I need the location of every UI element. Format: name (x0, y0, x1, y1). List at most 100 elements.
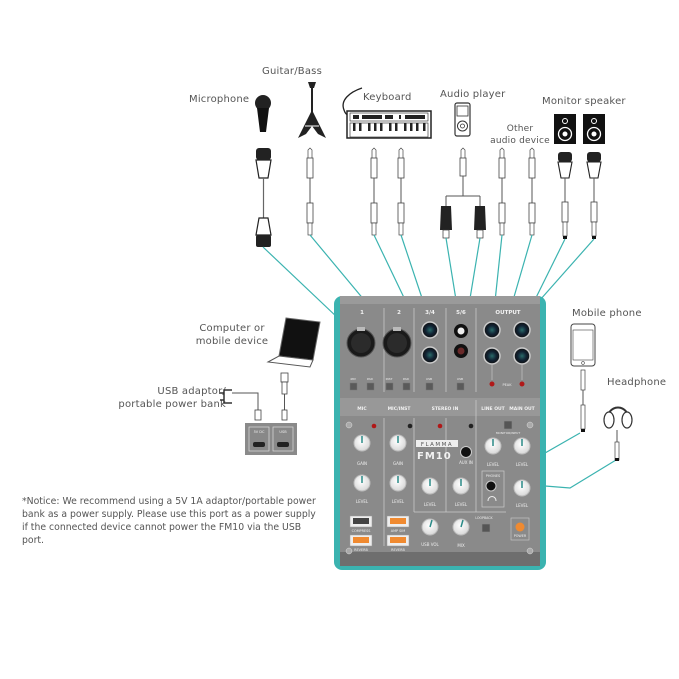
switch-usb-ch34[interactable] (425, 382, 434, 391)
reverb-button-ch1[interactable] (353, 537, 369, 543)
monitor-input-switch[interactable] (503, 420, 513, 430)
monitor-speaker-right-icon (583, 114, 605, 144)
guitar-icon (298, 82, 326, 138)
aux-in-jack[interactable] (460, 446, 472, 458)
jack-cable-mobile (580, 369, 586, 432)
xlr-jack-cable-monitor-right (586, 152, 602, 239)
monitor-input-label: MONITOR/INPUT (496, 431, 521, 435)
knob-level-line-out[interactable] (484, 437, 502, 455)
power-label: POWER (514, 534, 527, 538)
jack-ch4[interactable] (421, 346, 439, 364)
label-other-line1: Other (506, 124, 534, 134)
switch-pad-ch2[interactable] (402, 382, 411, 391)
usb-port-panel: 5V DC USB (245, 423, 297, 455)
switch-usb34-label: USB (426, 377, 432, 381)
label-keyboard: Keyboard (363, 92, 412, 103)
section-mic: MIC (357, 406, 367, 412)
label-microphone: Microphone (189, 94, 250, 105)
monitor-speaker-left-icon (554, 114, 576, 144)
label-usb-line1: USB adaptor/ (157, 386, 226, 397)
level-label-phones: LEVEL (516, 503, 529, 508)
reverb-label-ch2: REVERB (391, 548, 405, 552)
label-headphone: Headphone (607, 377, 667, 388)
rca-ch5[interactable] (454, 324, 468, 338)
section-main-out: MAIN OUT (509, 406, 535, 412)
usb-c-power-port[interactable] (253, 442, 265, 447)
switch-pad1-label: PAD (367, 377, 374, 381)
output-peak-led-left (489, 381, 495, 387)
knob-level-main-out[interactable] (513, 437, 531, 455)
jack-cable-other-right (528, 147, 536, 236)
jack-cable-keyboard-right (397, 147, 405, 236)
label-computer: Computer or mobile device (193, 322, 271, 348)
switch-inst[interactable] (385, 382, 394, 391)
output-peak-led-right (519, 381, 525, 387)
knob-level-ch34[interactable] (421, 477, 439, 495)
combo-jack-ch1[interactable] (346, 327, 376, 358)
usb-vol-label: USB VOL (421, 542, 439, 547)
model-name: FM10 (417, 451, 452, 462)
main-out-left-jack[interactable] (513, 321, 531, 339)
knob-level-ch2[interactable] (389, 474, 407, 492)
output-label: OUTPUT (495, 310, 520, 316)
label-usb-line2: portable power bank (118, 399, 226, 410)
output-peak-label: PEAK (502, 383, 512, 387)
combo-jack-ch2[interactable] (382, 327, 412, 358)
reverb-button-ch2[interactable] (390, 537, 406, 543)
usb-c-data-port[interactable] (277, 442, 289, 447)
switch-pad-ch1[interactable] (366, 382, 375, 391)
label-other-audio-device: Other audio device (490, 123, 550, 147)
usb-port-data-label: USB (279, 430, 287, 434)
knob-usb-vol[interactable] (421, 518, 439, 536)
knob-gain-ch1[interactable] (353, 434, 371, 452)
switch-48v[interactable] (349, 382, 358, 391)
gain-label-ch1: GAIN (357, 461, 367, 466)
line-monitor-right (539, 238, 595, 301)
line-out-right-jack[interactable] (483, 347, 501, 365)
xlr-cable-mic (255, 148, 272, 247)
main-out-right-jack[interactable] (513, 347, 531, 365)
laptop-icon (266, 317, 321, 368)
power-notice: *Notice: We recommend using a 5V 1A adap… (22, 496, 316, 546)
headphone-icon (603, 406, 633, 429)
ch34-label: 3/4 (425, 310, 435, 316)
compress-button[interactable] (353, 518, 369, 524)
switch-pad2-label: PAD (403, 377, 410, 381)
rca-ch6[interactable] (454, 344, 468, 358)
amp-sim-label: AMP SIM (391, 529, 406, 533)
xlr-jack-cable-monitor-left (557, 152, 573, 239)
compress-label: COMPRESS (352, 529, 371, 533)
jack-ch3[interactable] (421, 321, 439, 339)
brand-name: FLAMMA (421, 442, 453, 448)
section-mic-inst: MIC/INST (388, 406, 412, 412)
ch2-label: 2 (397, 310, 401, 316)
peak-led-ch2 (407, 423, 413, 429)
section-stereo-in: STEREO IN (432, 406, 459, 412)
phones-jack[interactable] (485, 480, 497, 492)
level-label-line-out: LEVEL (487, 462, 500, 467)
knob-level-phones[interactable] (513, 479, 531, 497)
knob-level-ch56[interactable] (452, 477, 470, 495)
label-guitar-bass: Guitar/Bass (262, 66, 323, 77)
phones-box (481, 470, 505, 508)
screw-bottom-right (526, 547, 534, 555)
section-line-out: LINE OUT (481, 406, 505, 412)
power-button[interactable] (515, 522, 525, 532)
screw-bottom-left (345, 547, 353, 555)
level-label-ch1: LEVEL (356, 499, 369, 504)
level-label-ch34: LEVEL (424, 502, 437, 507)
rca-y-cable (440, 147, 486, 239)
label-mobile-phone: Mobile phone (572, 308, 642, 319)
switch-inst-label: INST (386, 377, 393, 381)
mobile-phone-icon (570, 323, 596, 367)
knob-gain-ch2[interactable] (389, 434, 407, 452)
switch-usb-ch56[interactable] (456, 382, 465, 391)
line-out-left-jack[interactable] (483, 321, 501, 339)
knob-mix[interactable] (452, 518, 470, 536)
knob-level-ch1[interactable] (353, 474, 371, 492)
label-computer-line2: mobile device (195, 336, 269, 347)
loopback-switch[interactable] (481, 523, 491, 533)
label-other-line2: audio device (490, 136, 550, 146)
amp-sim-button[interactable] (390, 518, 406, 524)
